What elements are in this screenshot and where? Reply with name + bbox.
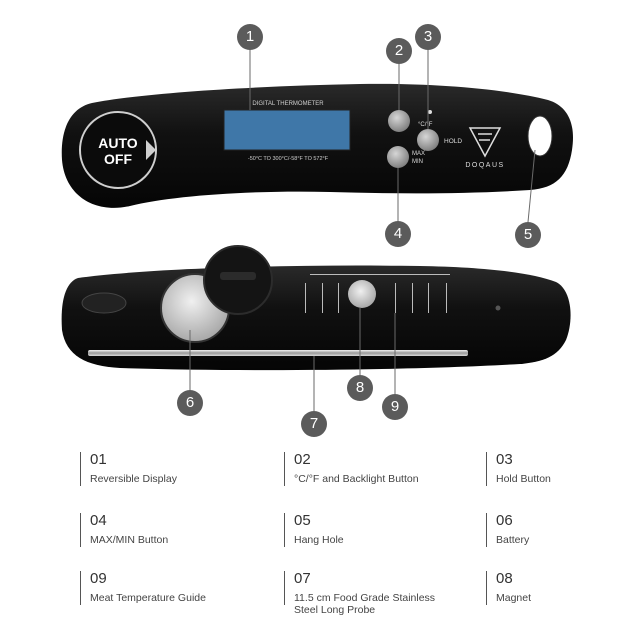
callout-5: 5 [515, 222, 541, 248]
legend-label: Magnet [496, 592, 532, 604]
unit-backlight-button[interactable] [388, 110, 410, 132]
legend-label: °C/°F and Backlight Button [294, 473, 419, 485]
hold-button-label: HOLD [444, 138, 462, 145]
screw [495, 305, 501, 311]
probe-back [88, 350, 468, 356]
callout-9: 9 [382, 394, 408, 420]
legend-label: Reversible Display [90, 473, 177, 485]
max-label: MAX [412, 151, 425, 157]
callout-4: 4 [385, 221, 411, 247]
meat-temperature-guide [305, 274, 450, 313]
legend-item-09: 09 Meat Temperature Guide [80, 571, 270, 605]
callout-6: 6 [177, 390, 203, 416]
leader-lines [189, 49, 536, 411]
hang-hole-front [527, 115, 553, 157]
auto-off-label-1: AUTO [98, 135, 138, 151]
legend-number: 09 [90, 570, 107, 587]
thermometer-front: AUTO OFF DIGITAL THERMOMETER -50°C TO 30… [61, 83, 573, 208]
callout-2: 2 [386, 38, 412, 64]
legend-label: Hold Button [496, 473, 551, 485]
callout-7: 7 [301, 411, 327, 437]
lcd-screen [223, 109, 351, 151]
legend-item-06: 06 Battery [486, 513, 636, 547]
auto-off-label-2: OFF [104, 151, 132, 167]
legend-number: 02 [294, 451, 311, 468]
callout-1: 1 [237, 24, 263, 50]
range-text: -50°C TO 300°C/-58°F TO 572°F [248, 156, 329, 162]
product-illustration: AUTO OFF DIGITAL THERMOMETER -50°C TO 30… [61, 24, 573, 437]
auto-off-arrow-icon [146, 140, 156, 160]
hang-hole-back [81, 292, 127, 314]
legend-number: 05 [294, 512, 311, 529]
legend-label: Battery [496, 534, 530, 546]
callout-3: 3 [415, 24, 441, 50]
legend-item-08: 08 Magnet [486, 571, 636, 605]
legend: 01 Reversible Display 02 °C/°F and Backl… [0, 452, 640, 640]
legend-item-04: 04 MAX/MIN Button [80, 513, 270, 547]
thermometer-svg: AUTO OFF DIGITAL THERMOMETER -50°C TO 30… [61, 49, 573, 411]
legend-number: 06 [496, 512, 513, 529]
min-label: MIN [412, 159, 423, 165]
brand-name: DOQAUS [465, 162, 504, 169]
hold-button[interactable] [417, 129, 439, 151]
legend-item-02: 02 °C/°F and Backlight Button [284, 452, 474, 486]
legend-label: Hang Hole [294, 534, 344, 546]
backlight-icon [428, 110, 432, 114]
legend-label: 11.5 cm Food Grade Stainless Steel Long … [294, 592, 436, 616]
magnet [348, 280, 376, 308]
legend-item-07: 07 11.5 cm Food Grade Stainless Steel Lo… [284, 570, 444, 616]
legend-number: 04 [90, 512, 107, 529]
legend-number: 07 [294, 570, 311, 587]
legend-item-03: 03 Hold Button [486, 452, 636, 486]
unit-button-label: °C/°F [418, 122, 433, 128]
legend-number: 03 [496, 451, 513, 468]
legend-number: 01 [90, 451, 107, 468]
battery-cap-slot [220, 272, 256, 280]
legend-number: 08 [496, 570, 513, 587]
legend-item-01: 01 Reversible Display [80, 452, 270, 486]
legend-item-05: 05 Hang Hole [284, 513, 474, 547]
thermometer-back [61, 245, 571, 371]
max-min-button[interactable] [387, 146, 409, 168]
display-label: DIGITAL THERMOMETER [252, 101, 324, 107]
brand-logo [468, 127, 502, 158]
callout-8: 8 [347, 375, 373, 401]
legend-label: MAX/MIN Button [90, 534, 169, 546]
legend-label: Meat Temperature Guide [90, 592, 206, 604]
